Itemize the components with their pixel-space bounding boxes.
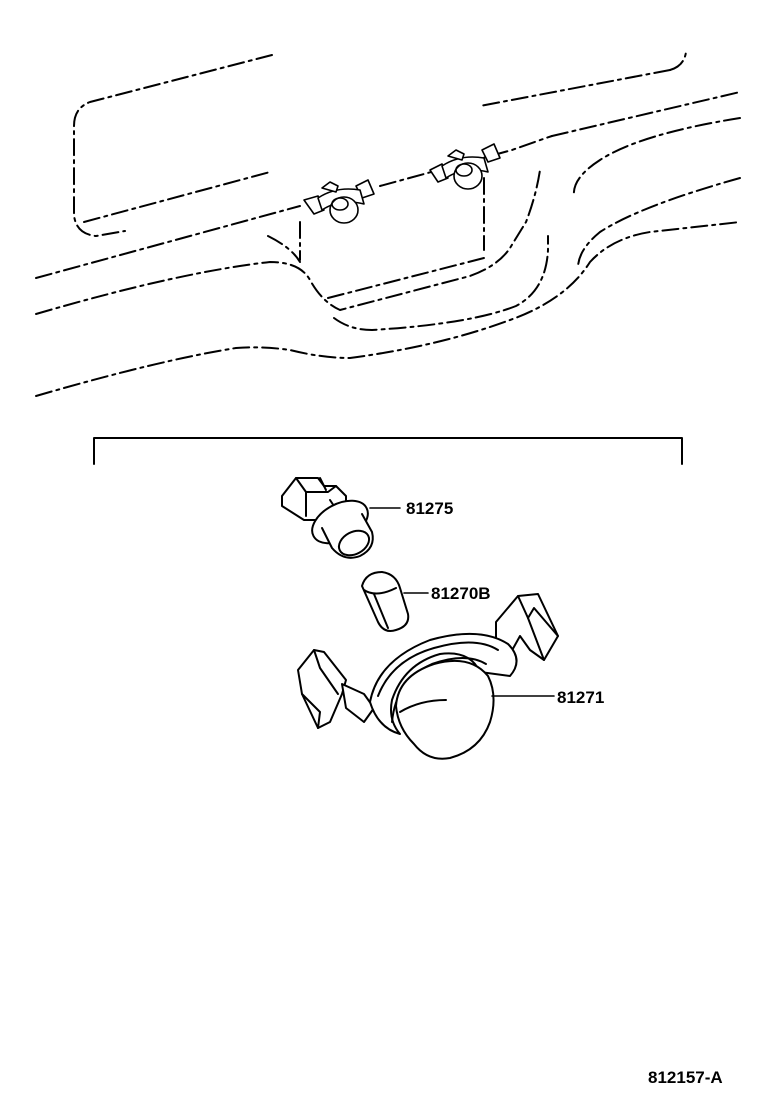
part-number-81275: 81275 (406, 499, 454, 518)
assembly-bracket (93, 437, 683, 465)
part-number-81270b: 81270B (431, 584, 491, 603)
installed-license-lamp-right (429, 143, 501, 190)
bulb-81270b-illustration (361, 571, 429, 632)
installed-license-lamp-left (303, 179, 375, 224)
vehicle-back-door-outline (35, 51, 741, 397)
lamp-housing-81271-illustration (297, 593, 559, 760)
part-number-81271: 81271 (557, 688, 605, 707)
drawing-reference-code: 812157-A (648, 1068, 723, 1087)
socket-81275-illustration (281, 477, 401, 559)
